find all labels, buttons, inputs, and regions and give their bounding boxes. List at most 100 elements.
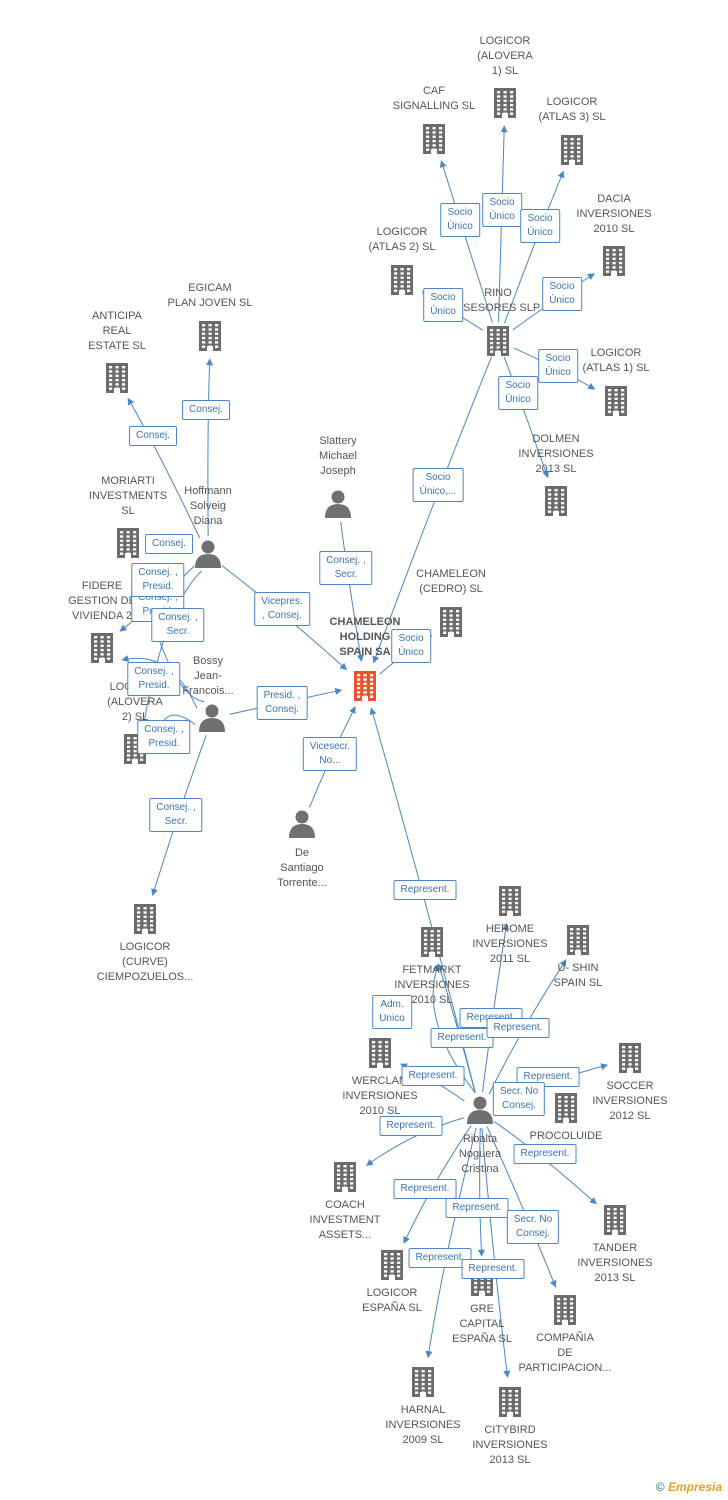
edge-label[interactable]: Consej. , Secr. xyxy=(151,608,205,642)
edge-label[interactable]: Socio Único xyxy=(482,193,522,227)
edge-label[interactable]: Socio Único xyxy=(498,376,538,410)
edge-label[interactable]: Represent. xyxy=(430,1028,494,1048)
edge-label[interactable]: Consej. , Presid. xyxy=(127,662,181,696)
node-label-slattery[interactable]: Slattery Michael Joseph xyxy=(319,435,357,477)
edge-label[interactable]: Represent. xyxy=(513,1144,577,1164)
edge-label[interactable]: Consej. xyxy=(129,426,177,446)
node-label-ribalta[interactable]: Ribalta Noguera Cristina xyxy=(458,1133,502,1175)
company-building-icon[interactable] xyxy=(615,1041,645,1078)
edge-label[interactable]: Socio Único xyxy=(542,277,582,311)
edge-label[interactable]: Represent. xyxy=(393,1179,457,1199)
edge-label[interactable]: Presid. , Consej. xyxy=(256,686,308,720)
company-building-icon[interactable] xyxy=(377,1248,407,1285)
edge-label[interactable]: Vicesecr. No... xyxy=(302,737,358,771)
company-building-icon[interactable] xyxy=(436,605,466,642)
edge-label[interactable]: Represent. xyxy=(445,1198,509,1218)
node-label-dolmen[interactable]: DOLMEN INVERSIONES 2013 SL xyxy=(518,433,594,475)
company-building-icon[interactable] xyxy=(550,1293,580,1330)
node-label-caf[interactable]: CAF SIGNALLING SL xyxy=(392,85,476,112)
edge-label[interactable]: Represent. xyxy=(461,1259,525,1279)
brand-logo[interactable]: Empresia xyxy=(667,1480,722,1494)
person-icon[interactable] xyxy=(193,538,223,573)
node-label-logicor-atlas2[interactable]: LOGICOR (ATLAS 2) SL xyxy=(368,226,436,253)
company-building-icon[interactable] xyxy=(195,319,225,356)
node-label-anticipa[interactable]: ANTICIPA REAL ESTATE SL xyxy=(88,310,146,352)
edge-label[interactable]: Consej. , Secr. xyxy=(149,798,203,832)
edge-label[interactable]: Consej. , Presid. xyxy=(137,720,191,754)
node-label-rino[interactable]: RINO ASESORES SLP xyxy=(455,287,541,314)
edge-label[interactable]: Secr. No Consej. xyxy=(506,1210,560,1244)
node-label-citybird[interactable]: CITYBIRD INVERSIONES 2013 SL xyxy=(472,1424,548,1466)
company-building-icon[interactable] xyxy=(113,526,143,563)
node-label-harnal[interactable]: HARNAL INVERSIONES 2009 SL xyxy=(385,1404,461,1446)
node-label-logicor-espana[interactable]: LOGICOR ESPAÑA SL xyxy=(362,1287,422,1314)
company-building-icon[interactable] xyxy=(541,484,571,521)
edge-label[interactable]: Socio Único xyxy=(440,203,480,237)
company-building-icon[interactable] xyxy=(551,1091,581,1128)
company-building-icon[interactable] xyxy=(557,133,587,170)
node-label-fetmarkt[interactable]: FETMARKT INVERSIONES 2010 SL xyxy=(394,964,470,1006)
company-building-icon[interactable] xyxy=(365,1036,395,1073)
company-building-icon[interactable] xyxy=(419,122,449,159)
edge-label[interactable]: Socio Único,... xyxy=(412,468,464,502)
edge-label[interactable]: Socio Único xyxy=(520,209,560,243)
company-building-icon[interactable] xyxy=(387,263,417,300)
company-building-icon[interactable] xyxy=(495,884,525,921)
main-company-building-icon[interactable] xyxy=(350,669,380,706)
company-building-icon[interactable] xyxy=(408,1365,438,1402)
company-building-icon[interactable] xyxy=(495,1385,525,1422)
edge-label[interactable]: Represent. xyxy=(401,1066,465,1086)
edge-label[interactable]: Socio Único xyxy=(391,629,431,663)
company-building-icon[interactable] xyxy=(330,1160,360,1197)
company-building-icon[interactable] xyxy=(417,925,447,962)
node-label-logicor-atlas3[interactable]: LOGICOR (ATLAS 3) SL xyxy=(538,96,606,123)
edge-ribalta-to-gre xyxy=(477,1127,485,1257)
node-label-logicor-alovera1[interactable]: LOGICOR (ALOVERA 1) SL xyxy=(477,35,533,77)
edge-label[interactable]: Socio Único xyxy=(423,288,463,322)
node-label-moriarti[interactable]: MORIARTI INVESTMENTS SL xyxy=(88,475,168,517)
company-building-icon[interactable] xyxy=(87,631,117,668)
node-label-dacia[interactable]: DACIA INVERSIONES 2010 SL xyxy=(576,193,652,235)
edge-label[interactable]: Consej. , Presid. xyxy=(131,563,185,597)
edge-label[interactable]: Represent. xyxy=(379,1116,443,1136)
company-building-icon[interactable] xyxy=(483,324,513,361)
company-building-icon[interactable] xyxy=(599,244,629,281)
node-label-coach[interactable]: COACH INVESTMENT ASSETS... xyxy=(309,1199,381,1241)
node-label-fidere[interactable]: FIDERE GESTION DE VIVIENDA 2 xyxy=(68,580,136,622)
edge-label[interactable]: Socio Único xyxy=(538,349,578,383)
node-label-gre[interactable]: GRE CAPITAL ESPAÑA SL xyxy=(452,1303,512,1345)
person-icon[interactable] xyxy=(197,702,227,737)
node-label-soccer[interactable]: SOCCER INVERSIONES 2012 SL xyxy=(592,1080,668,1122)
node-label-logicor-curve[interactable]: LOGICOR (CURVE) CIEMPOZUELOS... xyxy=(96,941,194,983)
edge-label[interactable]: Represent. xyxy=(486,1018,550,1038)
edge-label[interactable]: Vicepres. , Consej. xyxy=(254,592,310,626)
node-label-werclam[interactable]: WERCLAM INVERSIONES 2010 SL xyxy=(342,1075,418,1117)
edge-label[interactable]: Consej. , Secr. xyxy=(319,551,373,585)
node-label-hoffmann[interactable]: Hoffmann Solveig Diana xyxy=(184,485,232,527)
company-building-icon[interactable] xyxy=(601,384,631,421)
edge-label[interactable]: Consej. xyxy=(182,400,230,420)
node-label-de-santiago[interactable]: De Santiago Torrente... xyxy=(277,847,327,889)
company-building-icon[interactable] xyxy=(102,361,132,398)
node-label-chameleon-cedro[interactable]: CHAMELEON (CEDRO) SL xyxy=(416,568,486,595)
person-icon[interactable] xyxy=(465,1094,495,1129)
node-label-tander[interactable]: TANDER INVERSIONES 2013 SL xyxy=(577,1242,653,1284)
node-label-ushin[interactable]: U- SHIN SPAIN SL xyxy=(553,962,603,989)
node-label-logicor-atlas1[interactable]: LOGICOR (ATLAS 1) SL xyxy=(582,347,650,374)
edge-label[interactable]: Consej. xyxy=(145,534,193,554)
person-icon[interactable] xyxy=(323,488,353,523)
company-building-icon[interactable] xyxy=(130,902,160,939)
edge-label[interactable]: Represent. xyxy=(393,880,457,900)
company-building-icon[interactable] xyxy=(563,923,593,960)
node-label-egicam[interactable]: EGICAM PLAN JOVEN SL xyxy=(167,282,253,309)
node-label-compania[interactable]: COMPAÑIA DE PARTICIPACION... xyxy=(518,1332,612,1374)
edge-label[interactable]: Adm. Unico xyxy=(372,995,412,1029)
node-label-bossy[interactable]: Bossy Jean- Francois... xyxy=(182,655,234,697)
company-building-icon[interactable] xyxy=(600,1203,630,1240)
person-icon[interactable] xyxy=(287,808,317,843)
edge-label[interactable]: Represent. xyxy=(408,1248,472,1268)
edge-label[interactable]: Secr. No Consej. xyxy=(492,1082,546,1116)
node-label-herome[interactable]: HEROME INVERSIONES 2011 SL xyxy=(472,923,548,965)
node-label-chameleon-holding[interactable]: CHAMELEON HOLDING SPAIN SA xyxy=(329,616,401,658)
company-building-icon[interactable] xyxy=(490,86,520,123)
